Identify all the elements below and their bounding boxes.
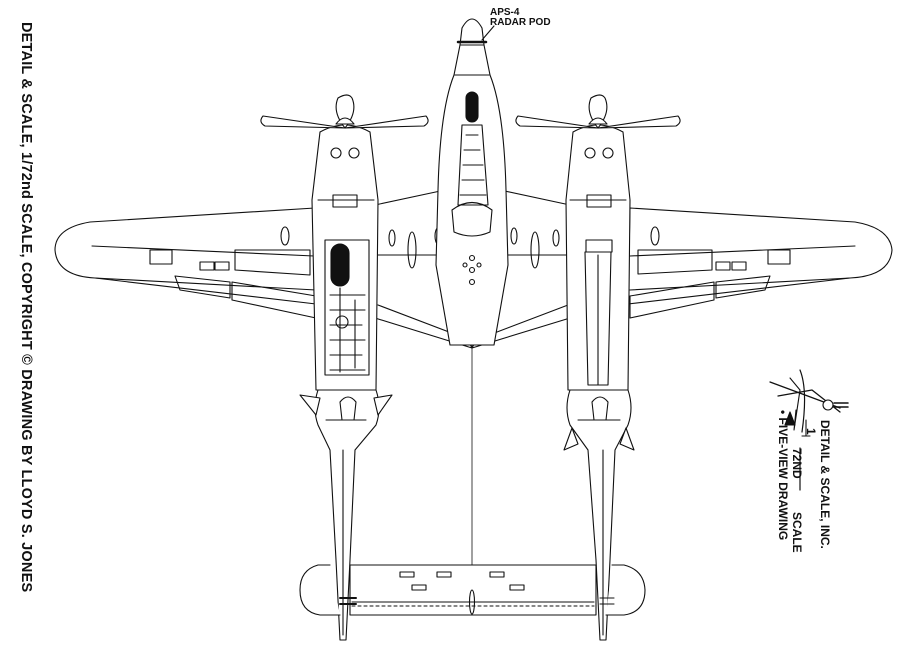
- logo-drawing-type: • FIVE-VIEW DRAWING: [776, 410, 790, 541]
- radar-callout-line: [481, 25, 495, 41]
- left-propeller: [260, 94, 429, 129]
- logo-scale-number: 1: [804, 428, 818, 435]
- radar-pod-callout: APS-4 RADAR POD: [490, 8, 551, 28]
- copyright-text: DETAIL & SCALE, 1/72nd SCALE, COPYRIGHT …: [18, 22, 34, 593]
- callout-line-2: RADAR POD: [490, 17, 551, 28]
- wing-right: [627, 207, 893, 319]
- horizontal-stabilizer: [299, 564, 646, 616]
- right-boom: [563, 389, 635, 641]
- logo-scale-word: SCALE: [790, 512, 804, 553]
- callout-line-1: APS-4: [490, 7, 520, 18]
- logo-scale-denominator: 72ND: [790, 448, 804, 479]
- right-engine-nacelle: [565, 124, 631, 391]
- wing-left: [54, 207, 317, 319]
- right-propeller: [515, 94, 681, 129]
- central-nacelle: [435, 18, 509, 346]
- logo-scale-graphic: [769, 369, 849, 437]
- left-engine-nacelle: [311, 124, 379, 391]
- logo-company-name: DETAIL & SCALE, INC.: [818, 420, 832, 549]
